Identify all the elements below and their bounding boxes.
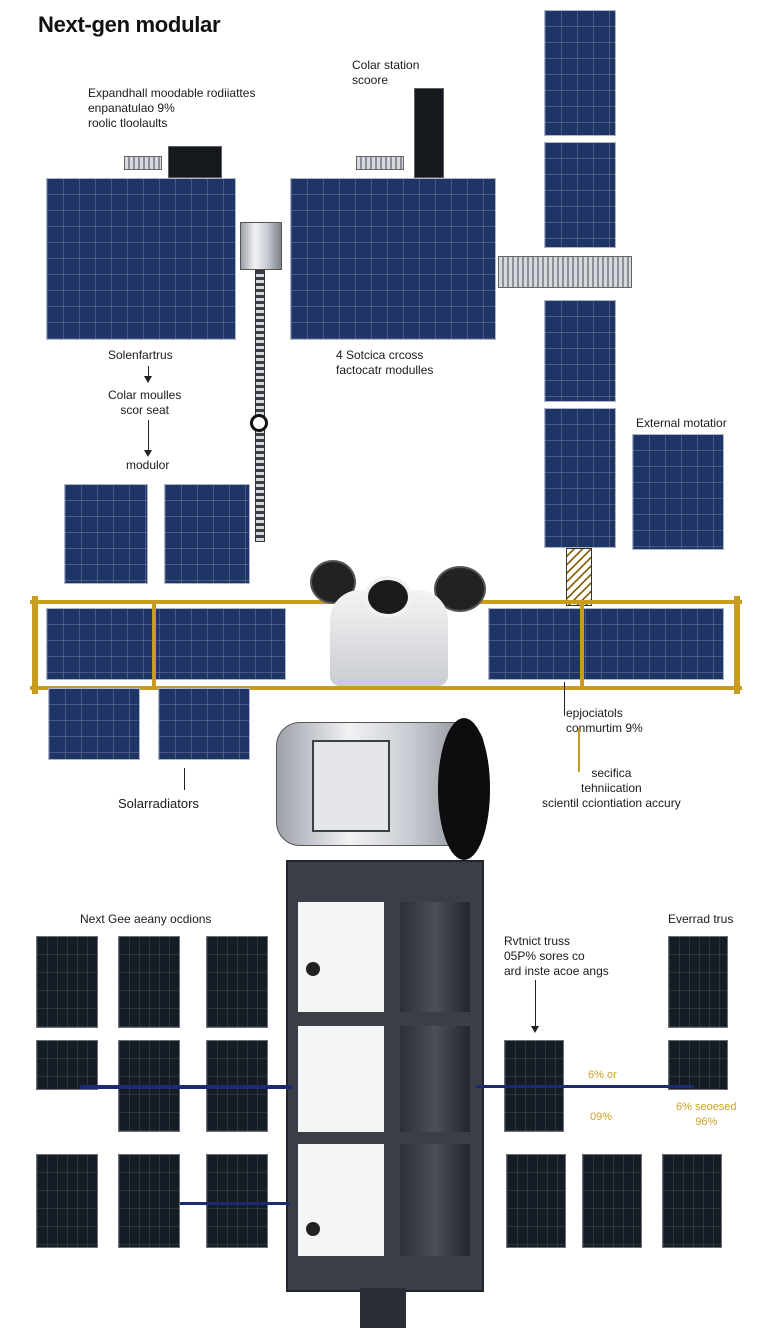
label-external-motatior: External motatior (636, 416, 727, 430)
page-title: Next-gen modular (38, 12, 221, 37)
arrow-down-icon (531, 1026, 539, 1033)
porthole-icon (306, 962, 320, 976)
label-line: Colar moulles (108, 388, 182, 402)
gold-truss-post (580, 604, 584, 686)
radiator-panel (582, 1154, 642, 1248)
pointer-line (564, 682, 565, 716)
hab-dark-panel (398, 1142, 472, 1258)
label-rvtnict-truss: Rvtnict truss 05P% sores co ard inste ac… (504, 934, 609, 979)
core-module-hatch (438, 718, 490, 860)
label-next-gee: Next Gee aeany ocdions (80, 912, 212, 926)
label-line: Expandhall moodable rodiiattes (88, 86, 256, 100)
label-everrad-trus: Everrad trus (668, 912, 734, 926)
label-line: Colar station (352, 58, 420, 72)
label-line: Rvtnict truss (504, 934, 571, 948)
solar-panel-top-center (290, 178, 496, 340)
truss-segment (124, 156, 162, 170)
label-line: scientil cciontiation accury (542, 796, 681, 810)
label-solenfartrus: Solenfartrus (108, 348, 173, 362)
label-line: 05P% sores co (504, 949, 585, 963)
hab-dark-panel (398, 1024, 472, 1134)
navy-connector-line (180, 1202, 290, 1205)
label-line: epjociatols (566, 706, 623, 720)
label-line: tehniication (581, 781, 642, 795)
radiator-block (414, 88, 444, 178)
radiator-panel (36, 1154, 98, 1248)
solar-panel-lower-left-2 (158, 688, 250, 760)
label-line: 4 Sotcica crcoss (336, 348, 424, 362)
label-colar-station: Colar station scoore (352, 58, 419, 88)
lattice-mast (566, 548, 592, 606)
vertical-truss (255, 270, 265, 542)
solar-panel-mid-left-2 (164, 484, 250, 584)
solar-panel-lower-left-1 (48, 688, 140, 760)
label-secifica: secifica tehniication scientil cciontiat… (542, 766, 681, 811)
solar-panel-top-left (46, 178, 236, 340)
solar-panel-right-4 (544, 408, 616, 548)
solar-panel-wing-left (46, 608, 286, 680)
solar-panel-right-1 (544, 10, 616, 136)
hab-panel (296, 900, 386, 1014)
navy-connector-line (476, 1085, 694, 1088)
gold-truss-post (152, 604, 156, 686)
truss-segment (498, 256, 632, 288)
solar-panel-right-3 (544, 300, 616, 402)
radiator-panel (206, 936, 268, 1028)
porthole-icon (306, 1222, 320, 1236)
base-thruster (360, 1288, 406, 1328)
pointer-line-gold (578, 728, 580, 772)
pointer-line (535, 980, 536, 1028)
label-line: scoore (352, 73, 389, 87)
radiator-panel (36, 1040, 98, 1090)
radiator-panel (118, 936, 180, 1028)
label-pct-c: 6% seoesed 96% (676, 1100, 737, 1130)
external-radiator-panel (632, 434, 724, 550)
label-sotcica: 4 Sotcica crcoss factocatr modulles (336, 348, 433, 378)
label-pct-b: 09% (590, 1111, 613, 1123)
radiator-panel (506, 1154, 566, 1248)
radiator-panel (118, 1154, 180, 1248)
core-module-panel (312, 740, 390, 832)
pointer-line (184, 768, 185, 790)
solar-panel-wing-right (488, 608, 724, 680)
astronaut-helmet-icon (364, 576, 412, 618)
arrow-down-icon (144, 450, 152, 457)
gold-truss-post (734, 596, 740, 694)
label-line: 96% (695, 1116, 718, 1128)
label-line: scor seat (120, 403, 170, 417)
navy-connector-line (80, 1085, 292, 1089)
radiator-panel (206, 1154, 268, 1248)
label-modulor: modulor (126, 458, 170, 472)
label-line: factocatr modulles (336, 363, 434, 377)
pointer-line (148, 420, 149, 452)
docking-ring-icon (250, 414, 268, 432)
radiator-panel (662, 1154, 722, 1248)
radiator-panel (668, 936, 728, 1028)
label-line: roolic tloolaults (88, 116, 168, 130)
label-line: ard inste acoe angs (504, 964, 609, 978)
solar-panel-right-2 (544, 142, 616, 248)
radiator-block (168, 146, 222, 178)
gold-truss-rail (30, 686, 742, 690)
arrow-down-icon (144, 376, 152, 383)
label-line: conmurtim 9% (566, 721, 643, 735)
hab-panel (296, 1024, 386, 1134)
radiator-panel (668, 1040, 728, 1090)
truss-segment (356, 156, 404, 170)
hab-dark-panel (398, 900, 472, 1014)
label-line: 6% seoesed (676, 1101, 737, 1113)
label-line: secifica (591, 766, 632, 780)
gold-truss-post (32, 596, 38, 694)
label-line: enpanatulao 9% (88, 101, 175, 115)
radiator-panel (36, 936, 98, 1028)
label-solar-radiators: Solarradiators (118, 796, 199, 811)
connector-module (240, 222, 282, 270)
label-expandable-radiators: Expandhall moodable rodiiattes enpanatul… (88, 86, 255, 131)
pointer-line (148, 366, 149, 378)
label-pct-a: 6% or (588, 1069, 617, 1081)
label-epjociatols: epjociatols conmurtim 9% (566, 706, 643, 736)
label-colar-moulles: Colar moulles scor seat (108, 388, 181, 418)
hab-panel (296, 1142, 386, 1258)
solar-panel-mid-left-1 (64, 484, 148, 584)
